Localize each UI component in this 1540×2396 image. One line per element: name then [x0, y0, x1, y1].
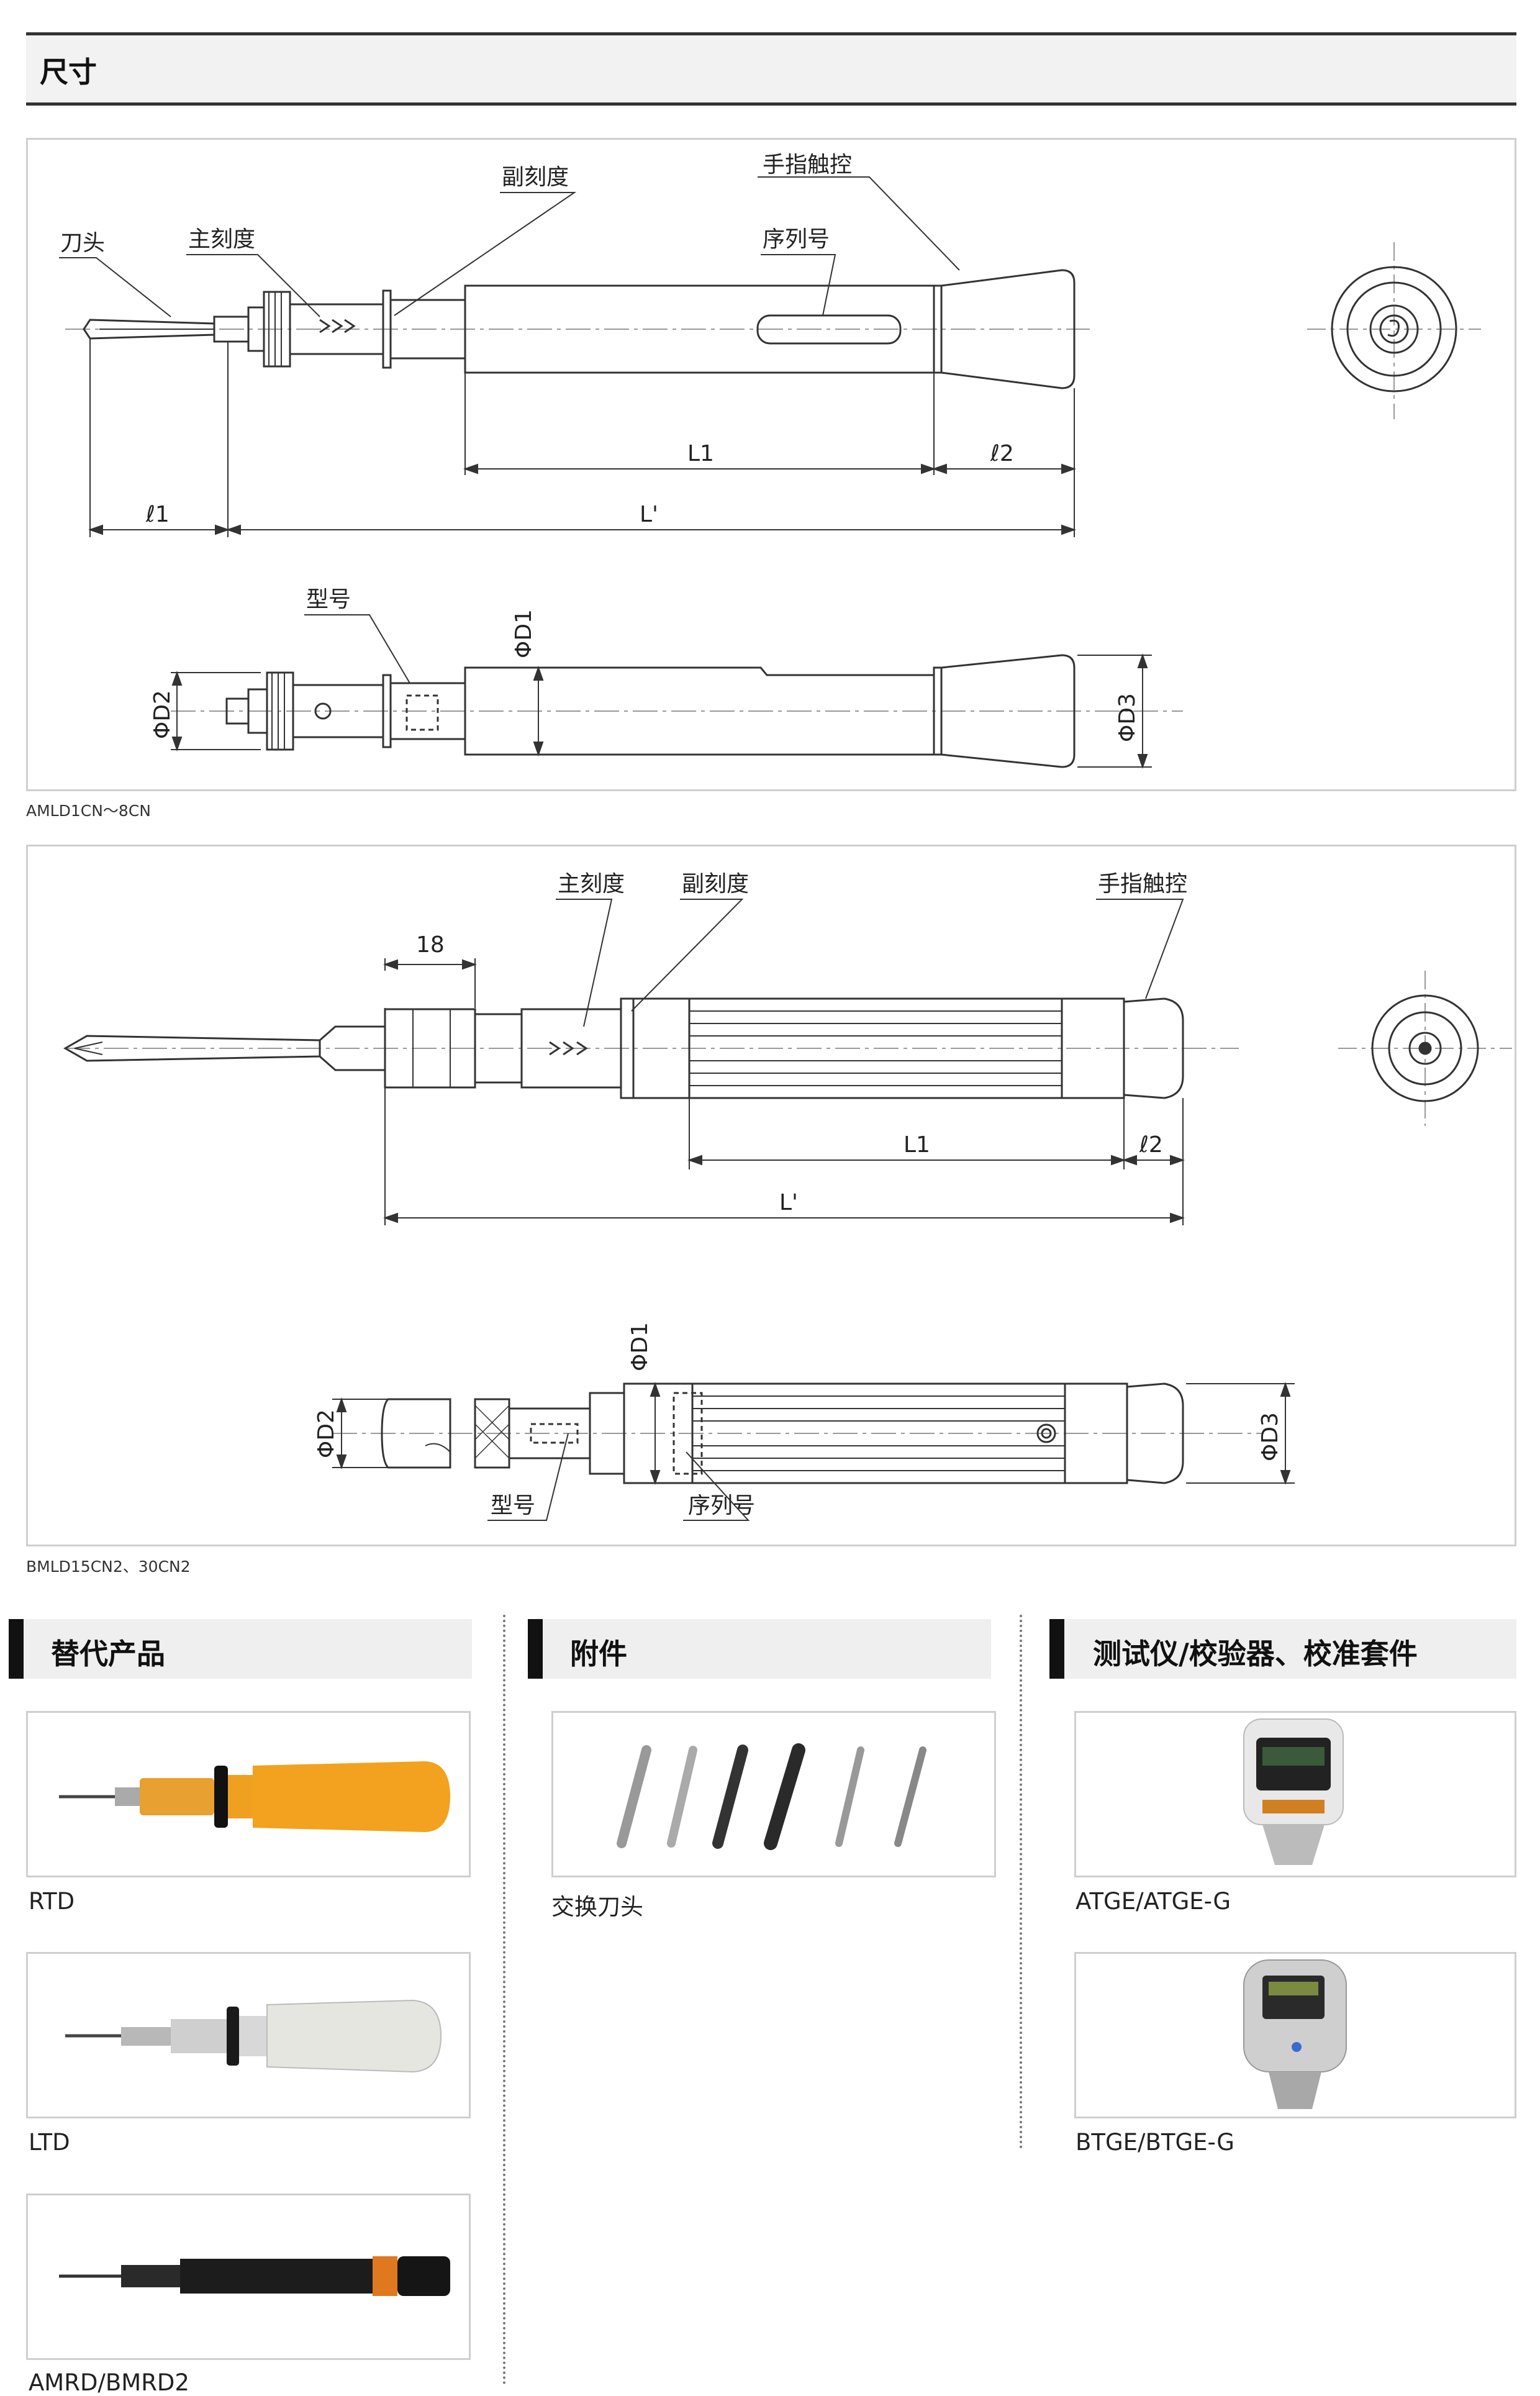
- product-card-ltd[interactable]: [26, 1952, 471, 2118]
- dimension-drawing-amld: 刀头 主刻度 副刻度 序列号 手指触控 L1 ℓ2 ℓ1 L' 型号 ΦD1 Φ…: [59, 152, 1481, 769]
- header-bottom-rule: [26, 102, 1516, 106]
- label-L-prime: L': [640, 502, 658, 527]
- btge-tester-image: [1243, 1959, 1347, 2109]
- product-label-btge[interactable]: BTGE/BTGE-G: [1076, 2129, 1234, 2156]
- product-label-bits[interactable]: 交换刀头: [551, 1894, 643, 1920]
- end-view-circle-2: [1338, 971, 1512, 1126]
- label-D3-2: ΦD3: [1257, 1412, 1283, 1461]
- driver-side-view: [83, 269, 1076, 389]
- label-model: 型号: [306, 587, 351, 612]
- label-sub-scale-2: 副刻度: [682, 871, 749, 897]
- rtd-driver-image: [59, 1761, 450, 1832]
- product-card-amrd[interactable]: [26, 2194, 471, 2360]
- amrd-driver-image: [59, 2256, 450, 2296]
- drawing-caption-bmld: BMLD15CN2、30CN2: [26, 1558, 191, 1576]
- section-title-accessories: 附件: [570, 1637, 627, 1671]
- product-card-rtd[interactable]: [26, 1711, 471, 1877]
- label-D2-2: ΦD2: [314, 1409, 339, 1458]
- section-bar-alternatives: [9, 1619, 24, 1679]
- product-card-btge[interactable]: [1074, 1952, 1516, 2118]
- section-bar-testers: [1049, 1619, 1064, 1679]
- column-divider-2: [1020, 1615, 1022, 2149]
- atge-tester-image: [1243, 1718, 1344, 1865]
- label-main-scale-2: 主刻度: [558, 871, 625, 897]
- section-header-alternatives: [9, 1619, 472, 1679]
- dimension-drawing-bmld: 18 主刻度 副刻度 手指触控 L1 ℓ2 L' ΦD1 ΦD2 ΦD3 型号 …: [63, 871, 1512, 1521]
- label-L1: L1: [687, 441, 714, 466]
- product-label-amrd[interactable]: AMRD/BMRD2: [29, 2369, 189, 2396]
- dimension-lines-bottom: [171, 614, 1152, 769]
- page-title: 尺寸: [40, 55, 97, 89]
- product-label-ltd[interactable]: LTD: [29, 2129, 70, 2156]
- label-18: 18: [416, 932, 445, 958]
- label-serial-2: 序列号: [688, 1493, 755, 1518]
- label-l2: ℓ2: [990, 441, 1014, 466]
- section-title-alternatives: 替代产品: [51, 1637, 165, 1671]
- end-view-circle: [1307, 242, 1481, 419]
- product-card-atge[interactable]: [1074, 1711, 1516, 1877]
- column-divider-1: [503, 1615, 505, 2385]
- label-bit: 刀头: [60, 230, 105, 256]
- header-top-rule: [26, 32, 1516, 35]
- label-D2: ΦD2: [150, 690, 175, 739]
- driver-top-view: [225, 654, 1076, 768]
- label-finger-grip: 手指触控: [763, 152, 852, 178]
- label-D1: ΦD1: [511, 609, 537, 658]
- ltd-driver-image: [65, 1999, 442, 2073]
- section-title-testers: 测试仪/校验器、校准套件: [1093, 1637, 1418, 1671]
- product-label-atge[interactable]: ATGE/ATGE-G: [1076, 1888, 1231, 1915]
- label-model-2: 型号: [491, 1493, 535, 1518]
- section-bar-accessories: [528, 1619, 543, 1679]
- drawing-panel-bmld: 18 主刻度 副刻度 手指触控 L1 ℓ2 L' ΦD1 ΦD2 ΦD3 型号 …: [26, 845, 1516, 1546]
- dimension-lines-top: [59, 176, 1077, 537]
- label-L-prime-2: L': [779, 1190, 798, 1215]
- label-sub-scale: 副刻度: [502, 165, 569, 190]
- label-finger-grip-2: 手指触控: [1098, 871, 1187, 897]
- drawing-caption-amld: AMLD1CN～8CN: [26, 802, 151, 820]
- section-header-testers: [1049, 1619, 1516, 1679]
- drawing-panel-amld: 刀头 主刻度 副刻度 序列号 手指触控 L1 ℓ2 ℓ1 L' 型号 ΦD1 Φ…: [26, 138, 1516, 791]
- dimension-lines-bottom-2: [332, 1381, 1295, 1521]
- dimension-lines-top-2: [383, 899, 1185, 1225]
- label-serial: 序列号: [763, 227, 830, 252]
- label-l2-2: ℓ2: [1139, 1132, 1163, 1158]
- driver-top-view-2: [381, 1382, 1184, 1484]
- product-card-bits[interactable]: [551, 1711, 996, 1877]
- label-l1: ℓ1: [145, 502, 170, 527]
- section-header-accessories: [528, 1619, 991, 1679]
- header-bar: [26, 35, 1516, 102]
- label-main-scale: 主刻度: [188, 227, 255, 252]
- label-D3: ΦD3: [1115, 693, 1140, 742]
- label-D1-2: ΦD1: [627, 1322, 653, 1371]
- product-label-rtd[interactable]: RTD: [29, 1888, 75, 1915]
- exchange-bits-image: [617, 1743, 926, 1850]
- label-L1-2: L1: [904, 1132, 930, 1158]
